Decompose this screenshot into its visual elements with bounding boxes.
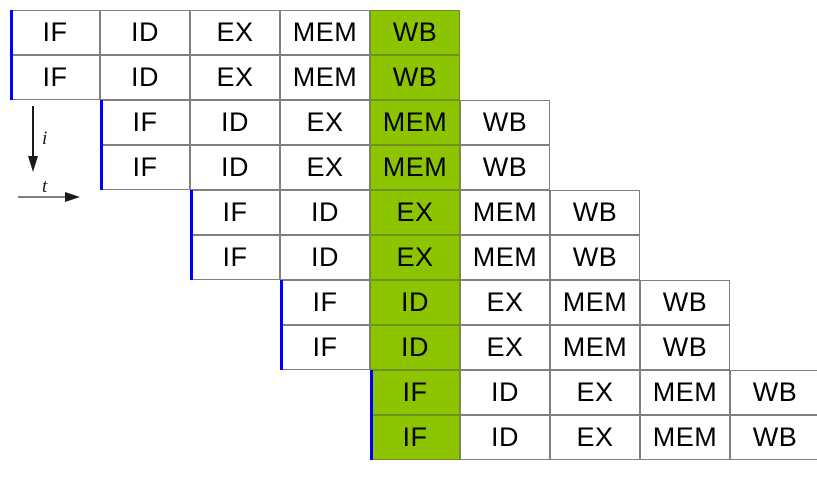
pipeline-cell: EX (460, 280, 550, 325)
pipeline-cell: EX (550, 370, 640, 415)
pipeline-cell: MEM (280, 10, 370, 55)
pipeline-cell: ID (280, 235, 370, 280)
pipeline-cell: MEM (280, 55, 370, 100)
pipeline-cell: IF (10, 10, 100, 55)
stage-start-accent (10, 10, 13, 55)
pipeline-cell: IF (280, 280, 370, 325)
pipeline-cell: IF (190, 235, 280, 280)
pipeline-cell: IF (280, 325, 370, 370)
pipeline-cell: WB (640, 280, 730, 325)
stage-start-accent (280, 325, 283, 370)
pipeline-cell: WB (550, 190, 640, 235)
pipeline-cell: ID (280, 190, 370, 235)
pipeline-cell: EX (280, 145, 370, 190)
stage-start-accent (100, 145, 103, 190)
pipeline-cell: IF (10, 55, 100, 100)
pipeline-cell: ID (460, 415, 550, 460)
pipeline-cell: EX (190, 55, 280, 100)
pipeline-cell-highlighted: MEM (370, 145, 460, 190)
pipeline-cell: ID (100, 55, 190, 100)
pipeline-cell: MEM (640, 370, 730, 415)
pipeline-cell-highlighted: ID (370, 280, 460, 325)
pipeline-cell: MEM (550, 325, 640, 370)
pipeline-cell: WB (460, 100, 550, 145)
pipeline-cell-highlighted: ID (370, 325, 460, 370)
pipeline-cell-highlighted: EX (370, 190, 460, 235)
stage-start-accent (190, 235, 193, 280)
pipeline-cell: EX (460, 325, 550, 370)
pipeline-cell-highlighted: IF (370, 415, 460, 460)
axis-label-i: i (42, 128, 48, 149)
axis-label-t: t (42, 176, 48, 197)
pipeline-cell-highlighted: WB (370, 55, 460, 100)
pipeline-cell: WB (640, 325, 730, 370)
pipeline-cell: ID (460, 370, 550, 415)
pipeline-cell: IF (190, 190, 280, 235)
stage-start-accent (190, 190, 193, 235)
pipeline-cell: EX (550, 415, 640, 460)
pipeline-cell: WB (550, 235, 640, 280)
pipeline-cell-highlighted: MEM (370, 100, 460, 145)
pipeline-cell: MEM (550, 280, 640, 325)
pipeline-cell: MEM (460, 235, 550, 280)
pipeline-cell: MEM (460, 190, 550, 235)
pipeline-cell: WB (730, 370, 817, 415)
pipeline-cell: EX (190, 10, 280, 55)
pipeline-cell: ID (190, 145, 280, 190)
pipeline-cell: EX (280, 100, 370, 145)
pipeline-cell: IF (100, 145, 190, 190)
stage-start-accent (10, 55, 13, 100)
pipeline-cell-highlighted: IF (370, 370, 460, 415)
pipeline-cell: ID (190, 100, 280, 145)
arrow-right-icon (18, 192, 80, 202)
pipeline-cell: IF (100, 100, 190, 145)
stage-start-accent (370, 370, 373, 415)
stage-start-accent (100, 100, 103, 145)
stage-start-accent (370, 415, 373, 460)
pipeline-cell: MEM (640, 415, 730, 460)
pipeline-cell: WB (730, 415, 817, 460)
pipeline-cell: WB (460, 145, 550, 190)
pipeline-cell-highlighted: WB (370, 10, 460, 55)
stage-start-accent (280, 280, 283, 325)
arrow-down-icon (28, 106, 38, 172)
pipeline-cell: ID (100, 10, 190, 55)
pipeline-cell-highlighted: EX (370, 235, 460, 280)
